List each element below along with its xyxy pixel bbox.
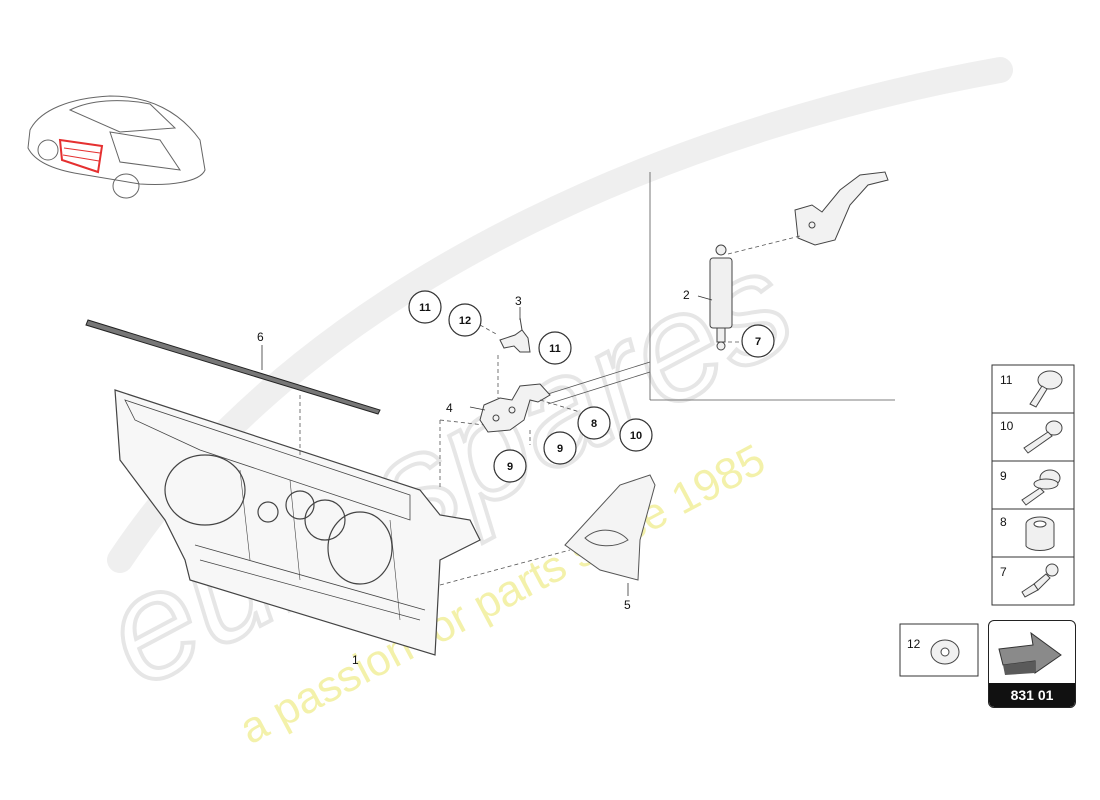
- hinge-upper: [499, 317, 531, 353]
- bolt-icon: [1023, 420, 1063, 454]
- legend-number-9: 9: [1000, 469, 1007, 483]
- svg-text:9: 9: [507, 461, 513, 473]
- washer-icon: [930, 639, 960, 665]
- strut-bracket: [794, 171, 889, 246]
- bubble-8: 8: [577, 406, 611, 440]
- bubble-9a: 9: [543, 431, 577, 465]
- bubble-9b: 9: [493, 449, 527, 483]
- svg-text:11: 11: [549, 343, 561, 355]
- legend-number-10: 10: [1000, 419, 1014, 433]
- bubble-7: 7: [741, 324, 775, 358]
- flange-bolt-icon: [1021, 469, 1061, 506]
- washer-box: 12: [899, 623, 979, 677]
- callout-6: 6: [257, 330, 264, 344]
- bolt-icon: [1029, 370, 1063, 408]
- svg-text:12: 12: [459, 315, 471, 327]
- svg-text:7: 7: [755, 336, 761, 348]
- legend-number-8: 8: [1000, 515, 1007, 529]
- svg-text:10: 10: [630, 430, 642, 442]
- callout-4: 4: [446, 401, 453, 415]
- callout-5: 5: [624, 598, 631, 612]
- group-frame: [547, 172, 895, 405]
- gas-strut: [709, 244, 733, 351]
- seal-strip: [85, 319, 381, 455]
- highlighted-door: [58, 138, 104, 174]
- legend-number-11: 11: [1000, 373, 1013, 387]
- bushing-icon: [1025, 516, 1055, 551]
- svg-text:9: 9: [557, 443, 563, 455]
- legend-number-7: 7: [1000, 565, 1007, 579]
- car-thumbnail: [27, 95, 206, 199]
- door-panel: [114, 389, 481, 656]
- bubble-10: 10: [619, 418, 653, 452]
- trim-piece: [564, 474, 656, 581]
- callout-3: 3: [515, 294, 522, 308]
- callout-2: 2: [683, 288, 690, 302]
- legend-number-12: 12: [907, 637, 921, 651]
- reference-badge: 831 01: [988, 620, 1076, 708]
- bubble-11b: 11: [538, 331, 572, 365]
- hinge-lower: [479, 383, 551, 433]
- watermark: eurospares a passion for parts since 198…: [74, 57, 1013, 754]
- ball-stud-icon: [1021, 563, 1059, 598]
- bubble-12: 12: [448, 303, 482, 337]
- hinge-leaders: [439, 324, 581, 490]
- arrow-icon: [998, 631, 1062, 675]
- bubble-11a: 11: [408, 290, 442, 324]
- reference-code: 831 01: [989, 683, 1075, 707]
- svg-text:11: 11: [419, 302, 431, 314]
- fastener-legend: 11 10 9 8 7: [991, 364, 1075, 606]
- svg-text:8: 8: [591, 418, 597, 430]
- callout-1: 1: [352, 653, 359, 667]
